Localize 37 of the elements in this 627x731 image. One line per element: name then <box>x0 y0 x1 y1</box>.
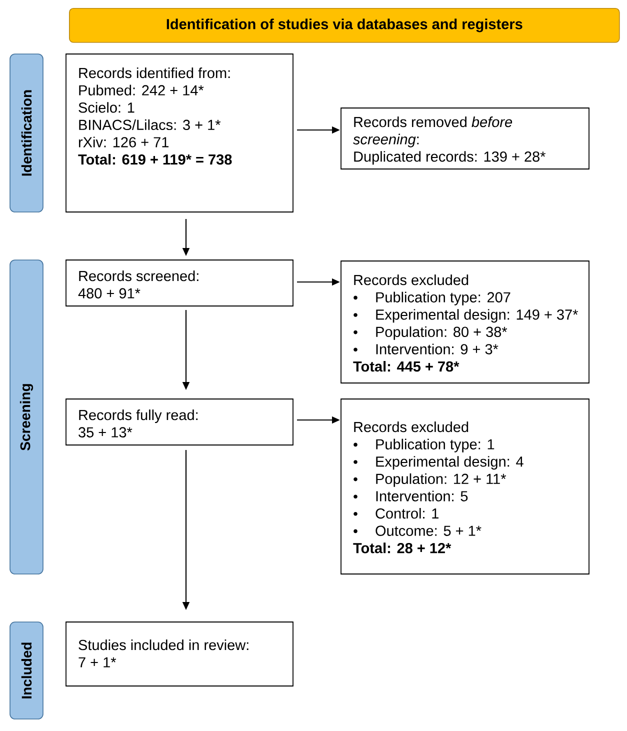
count-text: Pubmed: 242 + 14* <box>79 84 204 96</box>
count-text: Scielo: 1 <box>78 102 134 113</box>
count-text: 35 + 13* <box>78 427 132 438</box>
count-text: Duplicated records: 139 + 28* <box>354 151 546 165</box>
list-item: Experimental design: 4 <box>376 456 524 470</box>
total-count: Total: 28 + 12* <box>353 542 452 554</box>
process-box <box>66 398 294 446</box>
box-heading: Records identified from: <box>79 68 230 78</box>
list-item: Population: 12 + 11* <box>376 473 506 487</box>
phase-band: Included <box>10 622 44 720</box>
list-item: Publication type: 1 <box>376 438 494 452</box>
box-heading: Records excluded <box>354 422 468 432</box>
header-banner: Identification of studies via databases and registers <box>69 8 620 43</box>
count-text: 7 + 1* <box>78 657 116 668</box>
list-item: Intervention: 9 + 3* <box>376 344 498 354</box>
count-text: BINACS/Lilacs: 3 + 1* <box>79 119 221 130</box>
total-count: Total: 619 + 119* = 738 <box>78 154 232 165</box>
process-box <box>340 108 590 170</box>
box-heading: Records fully read: <box>79 410 198 424</box>
count-text: 480 + 91* <box>78 288 140 298</box>
list-item: Population: 80 + 38* <box>376 326 508 340</box>
box-heading: Studies included in review: <box>78 640 248 650</box>
list-item: Experimental design: 149 + 37* <box>376 309 578 323</box>
list-item: Intervention: 5 <box>376 490 468 502</box>
box-heading: Records screened: <box>79 270 198 282</box>
total-count: Total: 445 + 78* <box>353 361 460 372</box>
box-heading: Records removed before screening: <box>353 116 512 148</box>
phase-band: Screening <box>10 260 44 574</box>
process-box <box>66 622 294 686</box>
phase-band: Identification <box>10 54 44 212</box>
process-box <box>66 54 294 212</box>
list-item: Outcome: 5 + 1* <box>376 526 482 536</box>
process-box <box>66 260 294 306</box>
list-item: Control: 1 <box>376 508 438 519</box>
count-text: rXiv: 126 + 71 <box>78 136 168 148</box>
list-item: Publication type: 207 <box>376 292 510 306</box>
box-heading: Records excluded <box>354 274 468 286</box>
